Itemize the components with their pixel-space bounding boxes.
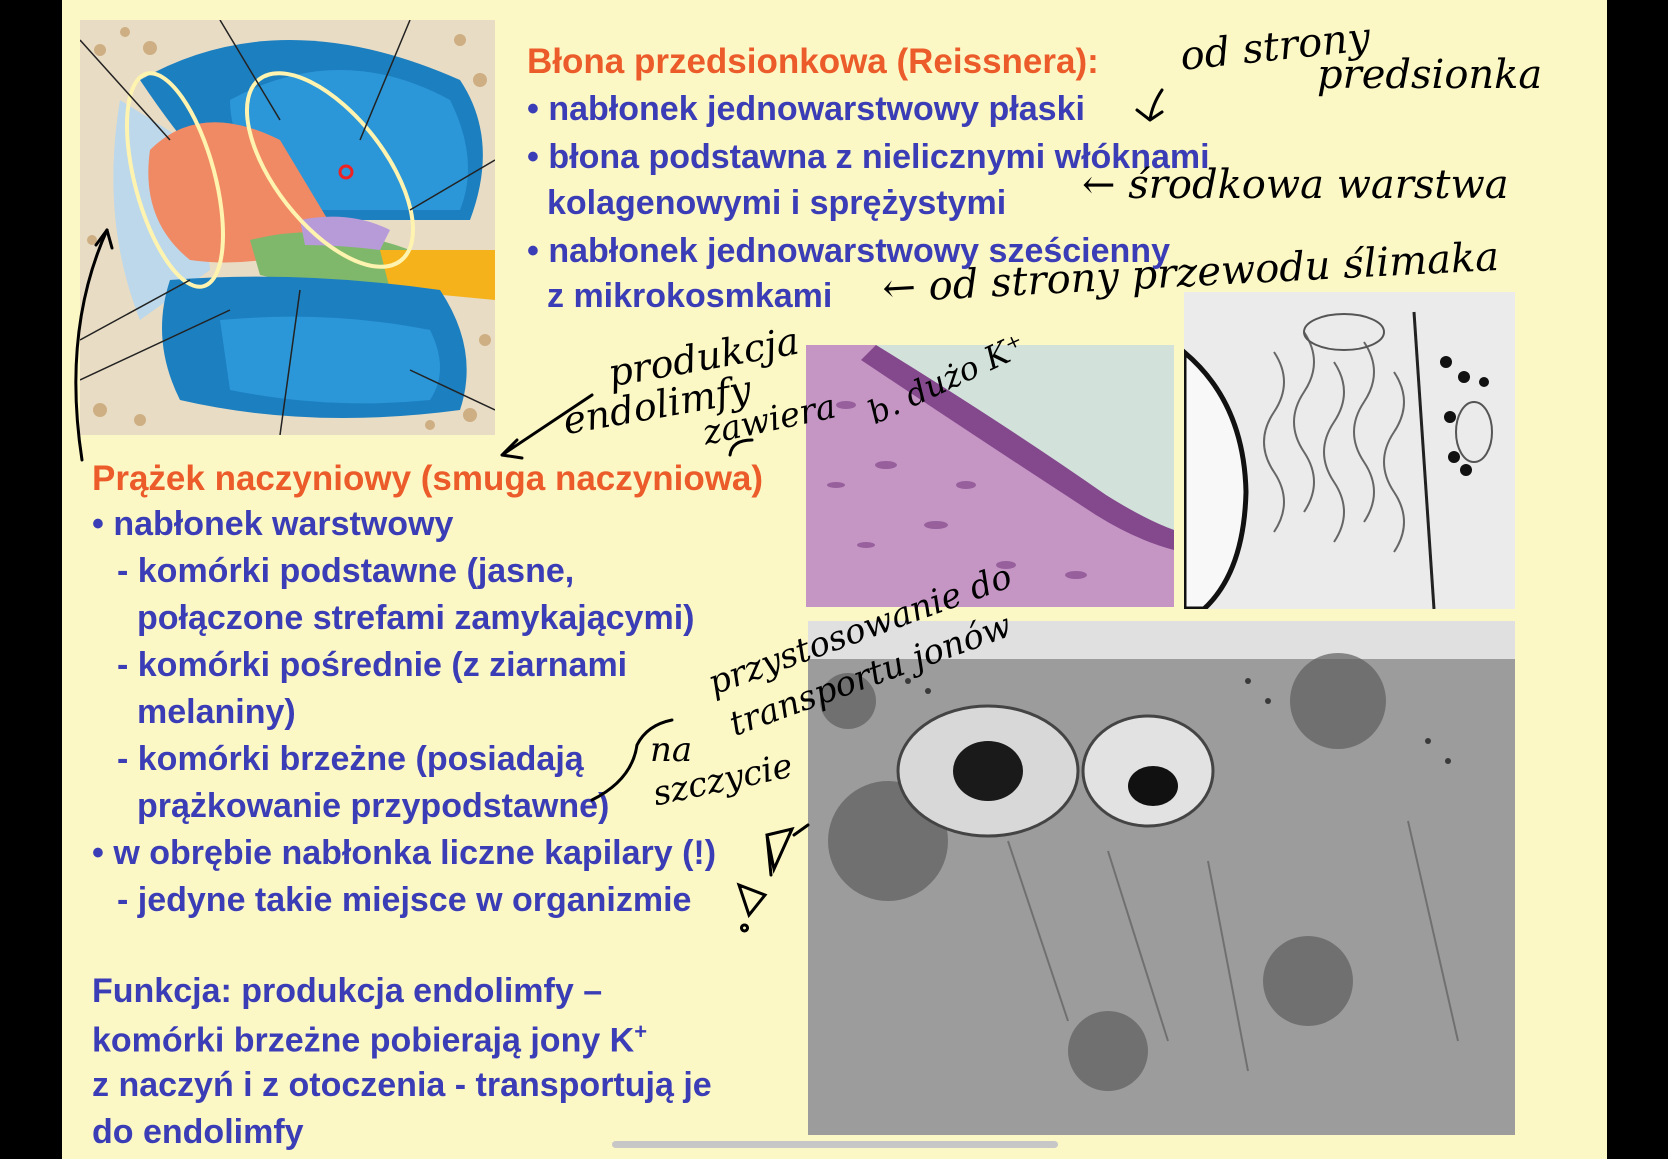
function-line-3: z naczyń i z otoczenia - transportują je xyxy=(92,1066,712,1104)
slide: Błona przedsionkowa (Reissnera): • nabło… xyxy=(62,0,1607,1159)
handwriting-srodkowa-warstwa: ← środkowa warstwa xyxy=(1082,162,1509,208)
stria-sub-1-line-2: połączone strefami zamykającymi) xyxy=(137,599,695,637)
function-line-2: komórki brzeżne pobierają jony K+ xyxy=(92,1019,648,1060)
stria-sub-2-line-2: melaniny) xyxy=(137,693,296,731)
histology-micrograph xyxy=(806,345,1174,607)
stria-sub-3-line-1: - komórki brzeżne (posiadają xyxy=(117,740,584,778)
electron-micrograph-small xyxy=(1184,292,1515,609)
stria-sub-3-line-2: prążkowanie przypodstawne) xyxy=(137,787,610,825)
stria-sub-2-line-1: - komórki pośrednie (z ziarnami xyxy=(117,646,628,684)
reissner-bullet-1: • nabłonek jednowarstwowy płaski xyxy=(527,90,1085,128)
reissner-bullet-2-line-1: • błona podstawna z nielicznymi włóknami xyxy=(527,138,1210,176)
cochlea-diagram xyxy=(80,20,495,435)
stria-heading: Prążek naczyniowy (smuga naczyniowa) xyxy=(92,459,764,498)
stria-sub-1-line-1: - komórki podstawne (jasne, xyxy=(117,552,575,590)
function-line-4: do endolimfy xyxy=(92,1113,304,1151)
reissner-bullet-3-line-1: • nabłonek jednowarstwowy sześcienny xyxy=(527,232,1170,270)
electron-micrograph-large xyxy=(808,621,1515,1135)
stria-bullet-2: • w obrębie nabłonka liczne kapilary (!) xyxy=(92,834,717,872)
function-line-1: Funkcja: produkcja endolimfy – xyxy=(92,972,603,1010)
reissner-bullet-2-line-2: kolagenowymi i sprężystymi xyxy=(547,184,1007,222)
potassium-superscript: + xyxy=(634,1019,648,1044)
reissner-bullet-3-line-2: z mikrokosmkami xyxy=(547,277,833,315)
home-indicator[interactable] xyxy=(612,1141,1058,1148)
handwriting-na: na xyxy=(650,730,693,770)
stria-bullet-1: • nabłonek warstwowy xyxy=(92,505,454,543)
reissner-heading: Błona przedsionkowa (Reissnera): xyxy=(527,42,1099,81)
stria-sub-4: - jedyne takie miejsce w organizmie xyxy=(117,881,692,919)
handwriting-przedsionka: predsionka xyxy=(1317,52,1543,98)
